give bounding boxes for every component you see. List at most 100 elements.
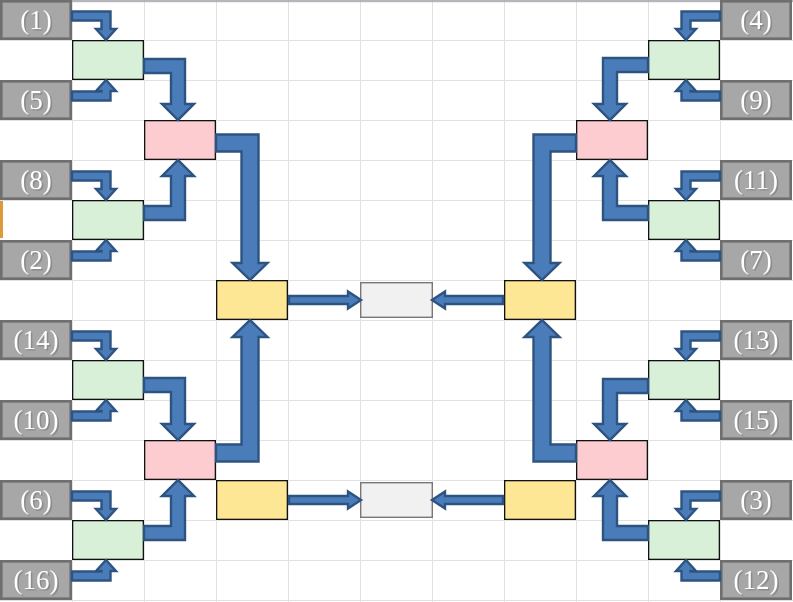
- round1-box[interactable]: [72, 359, 144, 400]
- elbow-connector-arrow: [673, 398, 722, 422]
- seed-box[interactable]: [0, 479, 73, 520]
- seed-box[interactable]: [719, 80, 792, 121]
- elbow-connector-arrow: [70, 170, 119, 202]
- elbow-connector-arrow: [70, 238, 119, 262]
- seed-label: (13): [734, 325, 779, 355]
- seed-box[interactable]: [0, 160, 73, 201]
- elbow-connector-arrow: [70, 490, 119, 522]
- elbow-connector-arrow: [521, 133, 578, 282]
- elbow-connector-arrow: [673, 170, 722, 202]
- elbow-connector-arrow: [142, 57, 197, 122]
- seed-box[interactable]: [719, 399, 792, 440]
- semifinal-box[interactable]: [215, 479, 288, 520]
- elbow-connector-arrow: [673, 10, 722, 42]
- seed-label-shadow: (1): [22, 6, 53, 36]
- elbow-connector-arrow: [673, 78, 722, 102]
- elbow-connector-arrow: [214, 133, 271, 282]
- seed-label: (1): [20, 5, 51, 35]
- seed-box[interactable]: [0, 399, 73, 440]
- elbow-connector-arrow: [70, 78, 119, 102]
- seed-label: (14): [14, 325, 59, 355]
- round1-box[interactable]: [648, 199, 721, 240]
- seed-label: (9): [740, 85, 771, 115]
- seed-box[interactable]: [0, 240, 73, 281]
- elbow-connector-arrow: [591, 158, 650, 222]
- seed-label: (2): [20, 245, 51, 275]
- seed-box[interactable]: [719, 0, 792, 41]
- elbow-connector-arrow: [591, 377, 650, 442]
- elbow-connector-arrow: [673, 238, 722, 262]
- connector-arrows: [70, 10, 722, 582]
- round1-box[interactable]: [648, 520, 721, 561]
- round1-box[interactable]: [648, 40, 721, 81]
- seed-label-shadow: (14): [15, 326, 60, 356]
- seed-box[interactable]: [0, 80, 73, 121]
- seed-box[interactable]: [719, 240, 792, 281]
- seed-label-shadow: (10): [15, 406, 60, 436]
- seed-label-shadow: (3): [742, 486, 773, 516]
- seed-label-shadow: (8): [22, 166, 53, 196]
- seed-label: (7): [740, 245, 771, 275]
- seed-label: (11): [734, 165, 778, 195]
- seed-label: (10): [14, 405, 59, 435]
- elbow-connector-arrow: [521, 318, 578, 463]
- seed-label: (3): [740, 485, 771, 515]
- elbow-connector-arrow: [591, 478, 650, 542]
- seed-label: (16): [14, 565, 59, 595]
- seed-label-shadow: (2): [22, 246, 53, 276]
- seed-box[interactable]: [0, 559, 73, 600]
- straight-connector-arrow: [429, 289, 505, 311]
- seed-box[interactable]: [719, 559, 792, 600]
- semifinal-box[interactable]: [503, 279, 576, 320]
- elbow-connector-arrow: [142, 158, 197, 222]
- seed-box[interactable]: [0, 0, 73, 41]
- seed-label-shadow: (16): [15, 566, 60, 596]
- sheet-top-border: [0, 0, 793, 3]
- seed-labels: (1)(1)(5)(5)(8)(8)(2)(2)(14)(14)(10)(10)…: [14, 5, 781, 596]
- elbow-connector-arrow: [673, 330, 722, 362]
- semifinal-box[interactable]: [503, 479, 576, 520]
- seed-label: (4): [740, 5, 771, 35]
- seed-label-shadow: (12): [735, 566, 780, 596]
- round1-box[interactable]: [72, 40, 144, 81]
- seed-box[interactable]: [719, 479, 792, 520]
- elbow-connector-arrow: [214, 318, 271, 463]
- straight-connector-arrow: [429, 489, 505, 511]
- seed-label-shadow: (5): [22, 86, 53, 116]
- left-edge-accent-bar: [0, 201, 3, 238]
- straight-connector-arrow: [287, 289, 364, 311]
- seed-label-shadow: (9): [742, 86, 773, 116]
- seed-label-shadow: (6): [22, 486, 53, 516]
- elbow-connector-arrow: [70, 398, 119, 422]
- elbow-connector-arrow: [142, 376, 197, 442]
- round2-box[interactable]: [143, 120, 216, 161]
- elbow-connector-arrow: [591, 56, 650, 122]
- round1-box[interactable]: [72, 199, 144, 240]
- seed-label: (6): [20, 485, 51, 515]
- seed-box[interactable]: [719, 319, 792, 360]
- seed-label-shadow: (15): [735, 406, 780, 436]
- elbow-connector-arrow: [673, 490, 722, 522]
- elbow-connector-arrow: [70, 330, 119, 362]
- round2-box[interactable]: [576, 439, 649, 480]
- round2-box[interactable]: [143, 439, 216, 480]
- semifinal-box[interactable]: [215, 279, 288, 320]
- straight-connector-arrow: [287, 489, 364, 511]
- seed-label-shadow: (7): [742, 246, 773, 276]
- final-box[interactable]: [360, 482, 434, 519]
- seed-label: (8): [20, 165, 51, 195]
- final-box[interactable]: [360, 282, 434, 319]
- seed-label: (15): [734, 405, 779, 435]
- elbow-connector-arrow: [142, 478, 197, 542]
- elbow-connector-arrow: [70, 10, 119, 42]
- round1-box[interactable]: [72, 520, 144, 561]
- seed-box[interactable]: [719, 160, 792, 201]
- seed-box[interactable]: [0, 319, 73, 360]
- round1-box[interactable]: [648, 359, 721, 400]
- round2-box[interactable]: [576, 120, 649, 161]
- seed-label: (5): [20, 85, 51, 115]
- seed-label-shadow: (11): [736, 166, 780, 196]
